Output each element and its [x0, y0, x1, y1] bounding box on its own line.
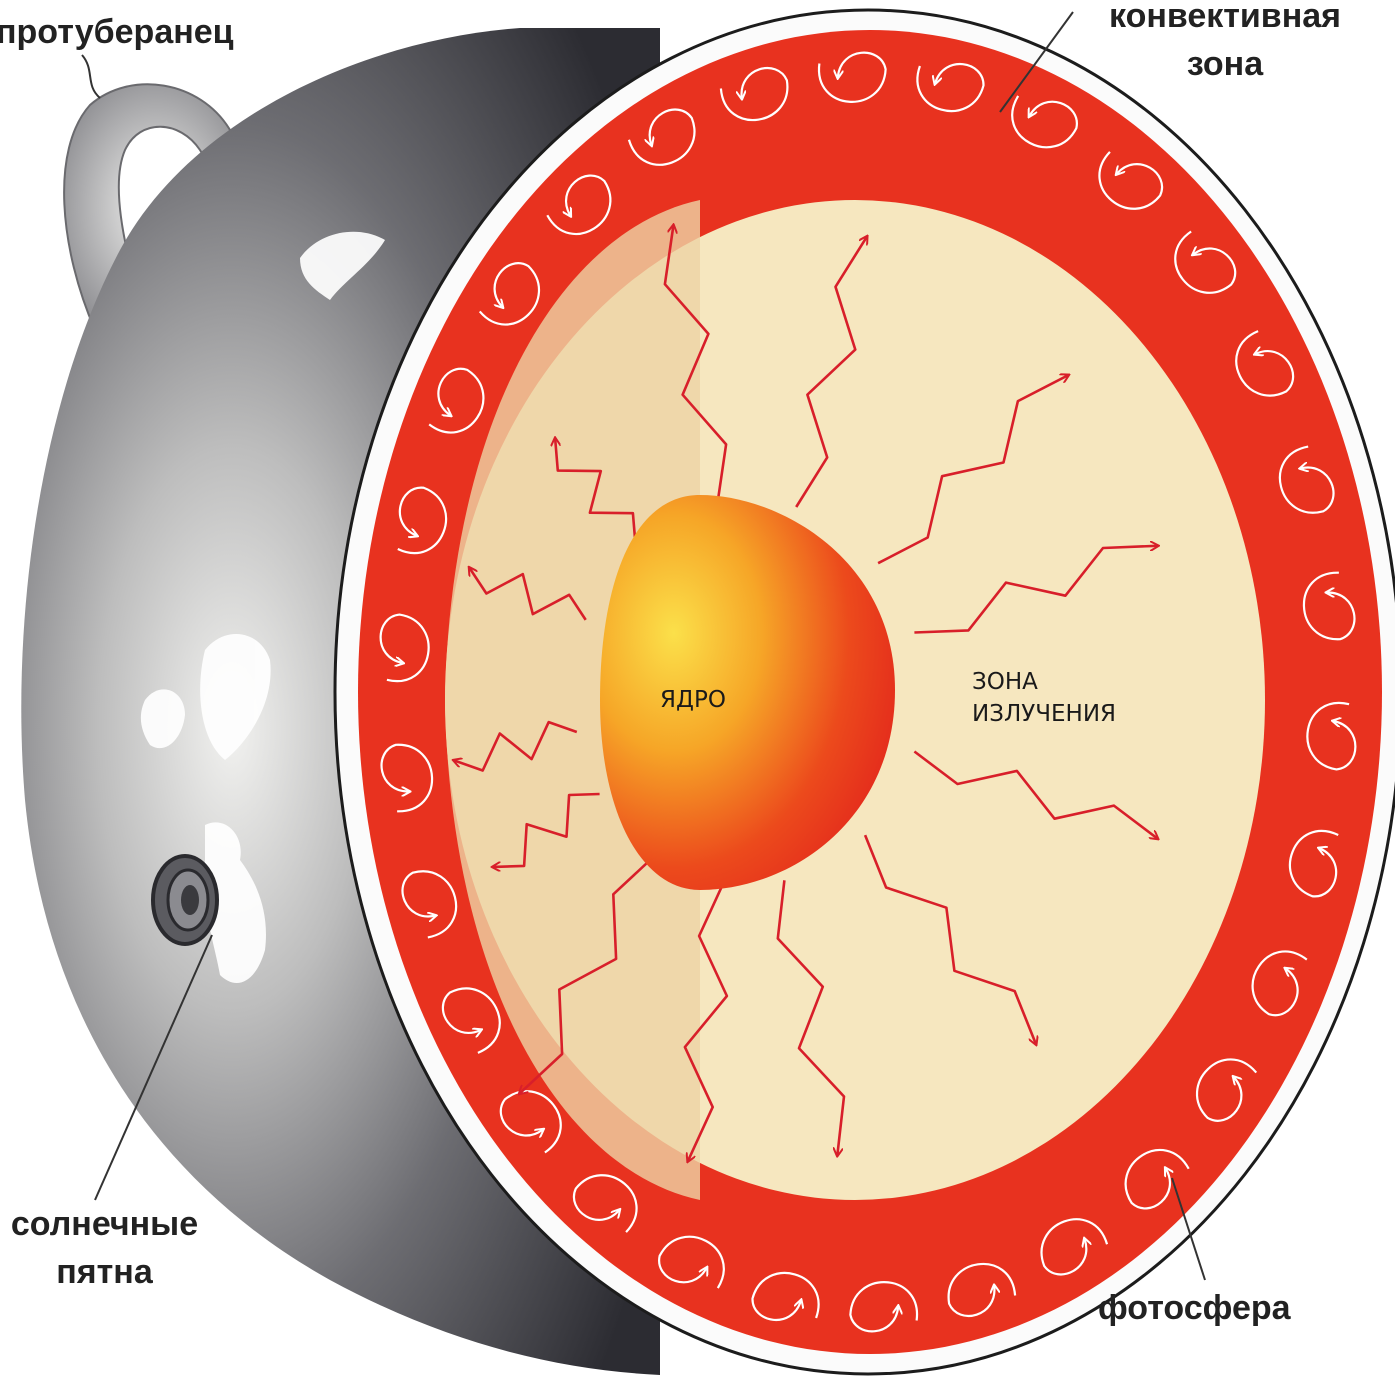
radiation-zone-label-line1: ЗОНА — [972, 666, 1116, 698]
core-label: ЯДРО — [660, 684, 726, 716]
convective-zone-label-line2: зона — [1080, 40, 1370, 88]
sunspot — [153, 856, 217, 944]
sunspots-label-line2: пятна — [0, 1248, 217, 1296]
radiation-zone-label: ЗОНА ИЗЛУЧЕНИЯ — [972, 666, 1116, 730]
convective-zone-label: конвективная зона — [1080, 0, 1370, 88]
radiation-zone-label-line2: ИЗЛУЧЕНИЯ — [972, 698, 1116, 730]
prominence-label: протуберанец — [0, 8, 234, 56]
sunspots-label: солнечные пятна — [0, 1200, 217, 1296]
photosphere-label: фотосфера — [1098, 1284, 1291, 1332]
convective-zone-label-line1: конвективная — [1080, 0, 1370, 40]
sunspots-label-line1: солнечные — [0, 1200, 217, 1248]
